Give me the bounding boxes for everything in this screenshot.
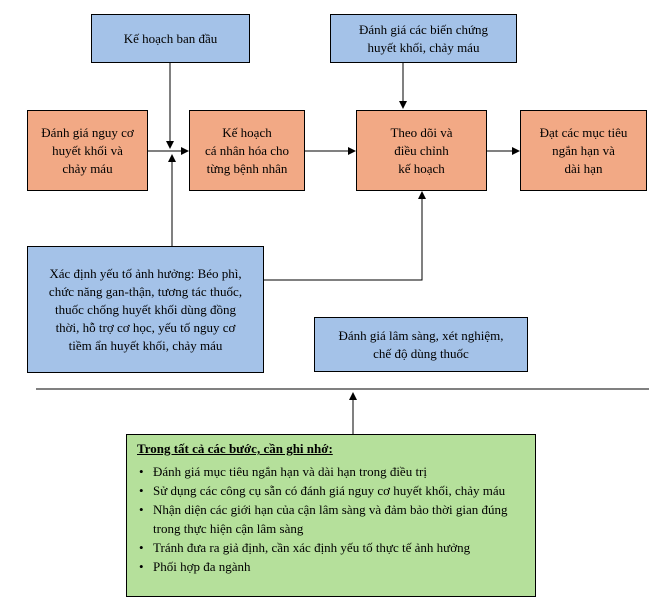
complications-label: Đánh giá các biến chứng huyết khối, chảy… — [358, 21, 489, 55]
personalized-plan-label: Kế hoạch cá nhân hóa cho từng bệnh nhân — [204, 124, 290, 176]
goals-label: Đạt các mục tiêu ngắn hạn và dài hạn — [539, 124, 628, 176]
personalized-plan-box: Kế hoạch cá nhân hóa cho từng bệnh nhân — [189, 110, 305, 191]
initial-plan-box: Kế hoạch ban đầu — [91, 14, 250, 63]
reminder-item: Phối hợp đa ngành — [139, 557, 525, 576]
influencing-factors-label: Xác định yếu tố ảnh hưởng: Béo phì, chức… — [48, 265, 243, 353]
clinical-assessment-label: Đánh giá lâm sàng, xét nghiệm, chế độ dù… — [338, 327, 504, 361]
initial-plan-label: Kế hoạch ban đầu — [123, 30, 218, 46]
monitor-adjust-box: Theo dõi và điều chỉnh kế hoạch — [356, 110, 487, 191]
reminder-item: Tránh đưa ra giả định, cần xác định yếu … — [139, 538, 525, 557]
goals-box: Đạt các mục tiêu ngắn hạn và dài hạn — [520, 110, 647, 191]
risk-assessment-label: Đánh giá nguy cơ huyết khối và chảy máu — [41, 124, 134, 176]
reminder-item: Nhận diện các giới hạn của cận lâm sàng … — [139, 500, 525, 538]
reminder-item: Sử dụng các công cụ sẵn có đánh giá nguy… — [139, 481, 525, 500]
reminder-note-title: Trong tất cả các bước, cần ghi nhớ: — [137, 441, 333, 456]
influencing-factors-box: Xác định yếu tố ảnh hưởng: Béo phì, chức… — [27, 246, 264, 373]
risk-assessment-box: Đánh giá nguy cơ huyết khối và chảy máu — [27, 110, 148, 191]
reminder-item: Đánh giá mục tiêu ngắn hạn và dài hạn tr… — [139, 462, 525, 481]
reminder-note-box: Trong tất cả các bước, cần ghi nhớ: Đánh… — [126, 434, 536, 597]
arrow-factors-to-monitor — [264, 191, 426, 281]
reminder-list: Đánh giá mục tiêu ngắn hạn và dài hạn tr… — [137, 462, 525, 576]
complications-box: Đánh giá các biến chứng huyết khối, chảy… — [330, 14, 517, 63]
clinical-assessment-box: Đánh giá lâm sàng, xét nghiệm, chế độ dù… — [314, 317, 528, 372]
monitor-adjust-label: Theo dõi và điều chỉnh kế hoạch — [390, 124, 453, 176]
